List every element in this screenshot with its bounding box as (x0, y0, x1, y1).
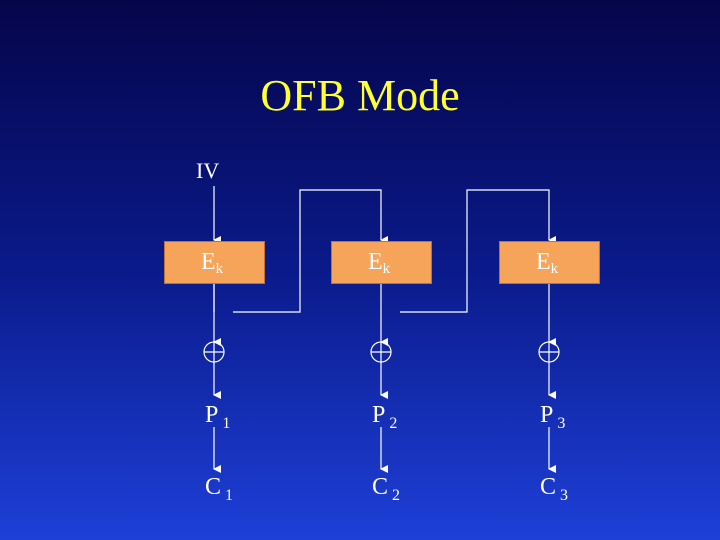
encrypt-box-1: Ek (164, 241, 265, 284)
encrypt-key-subscript: k (215, 261, 224, 277)
encrypt-box-2: Ek (331, 241, 432, 284)
ciphertext-index: 2 (392, 487, 401, 504)
encrypt-label: E (368, 249, 383, 275)
ciphertext-index: 1 (225, 487, 234, 504)
feedback-line-2 (400, 189, 556, 313)
ciphertext-letter: C (540, 474, 557, 500)
encrypt-label: E (536, 249, 551, 275)
plaintext-index: 1 (222, 415, 231, 432)
plaintext-index: 2 (389, 415, 398, 432)
plaintext-index: 3 (557, 415, 566, 432)
iv-label: IV (196, 158, 220, 183)
plaintext-letter: P (540, 402, 554, 428)
ciphertext-letter: C (372, 474, 389, 500)
encrypt-box-3: Ek (499, 241, 600, 284)
feedback-line-1 (233, 189, 388, 313)
encrypt-label: E (201, 249, 216, 275)
encrypt-key-subscript: k (550, 261, 559, 277)
ciphertext-letter: C (205, 474, 222, 500)
encrypt-key-subscript: k (382, 261, 391, 277)
slide-title: OFB Mode (260, 71, 460, 120)
ciphertext-index: 3 (560, 487, 569, 504)
plaintext-letter: P (205, 402, 219, 428)
plaintext-letter: P (372, 402, 386, 428)
